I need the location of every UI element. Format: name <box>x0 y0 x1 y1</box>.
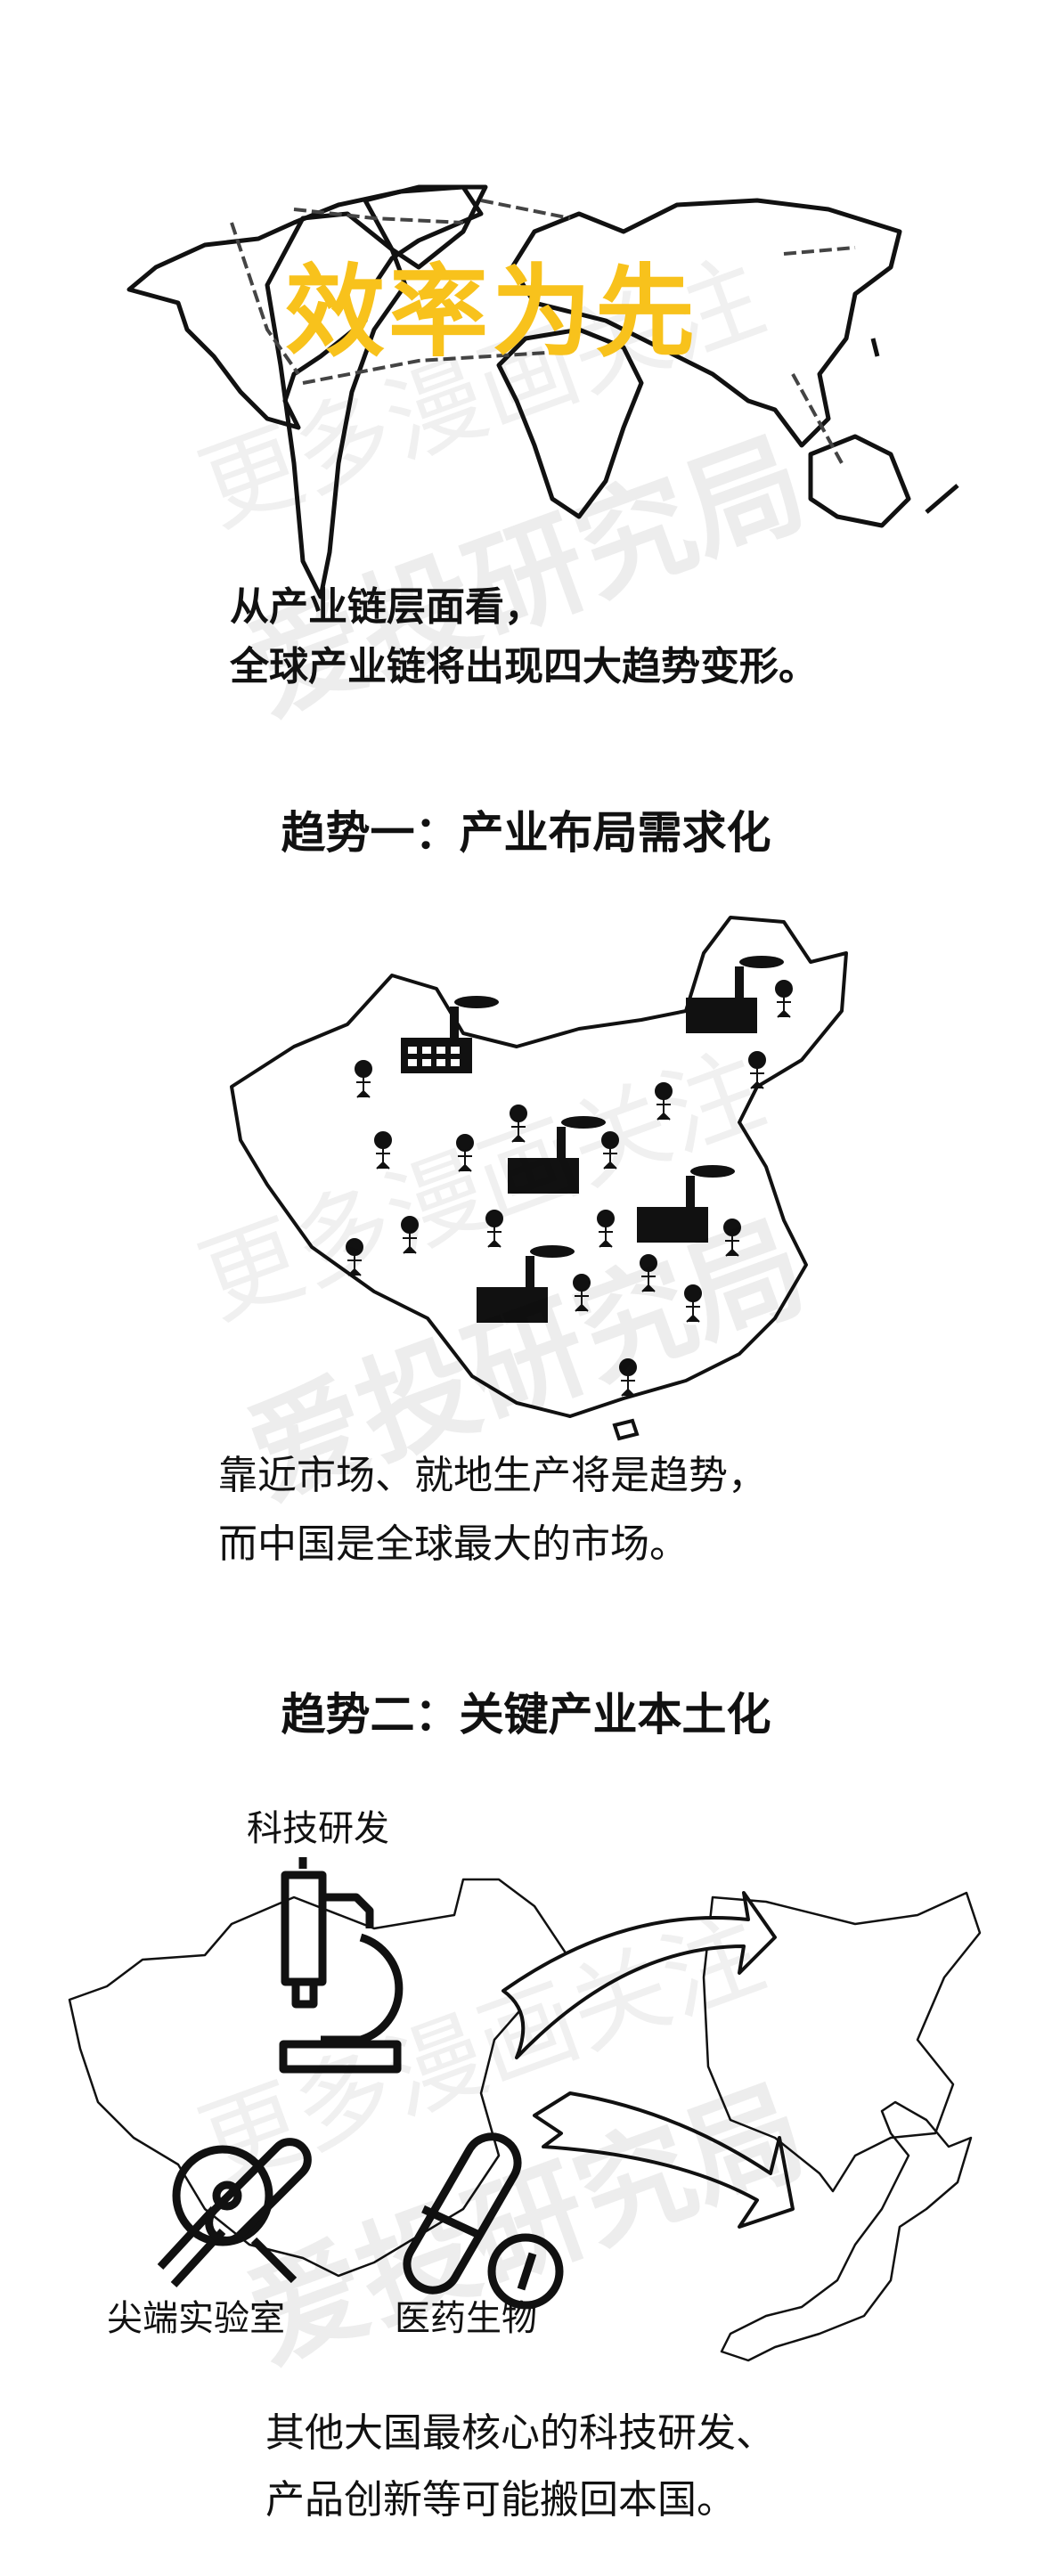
factory-icon <box>477 1245 575 1323</box>
factory-icon <box>508 1116 606 1194</box>
world-map <box>126 184 959 599</box>
china-map <box>230 916 848 1441</box>
factory-icon <box>637 1165 735 1243</box>
label-bio: 医药生物 <box>395 2298 537 2339</box>
factory-icon <box>401 996 499 1073</box>
trend2-text-line-1: 其他大国最核心的科技研发、 <box>265 2410 775 2456</box>
trend1-text-line-2: 而中国是全球最大的市场。 <box>218 1521 689 1567</box>
trend1-text-line-1: 靠近市场、就地生产将是趋势， <box>218 1453 767 1498</box>
trend1-heading: 趋势一：产业布局需求化 <box>281 807 771 859</box>
trend2-heading: 趋势二：关键产业本土化 <box>281 1689 771 1740</box>
intro-line-2: 全球产业链将出现四大趋势变形。 <box>230 644 818 689</box>
japan-map <box>720 2100 973 2362</box>
arrow-icon <box>502 1891 795 2229</box>
label-lab: 尖端实验室 <box>107 2298 285 2339</box>
label-rnd: 科技研发 <box>247 1808 389 1849</box>
pill-icon <box>403 2132 564 2310</box>
trend2-text-line-2: 产品创新等可能搬回本国。 <box>265 2477 736 2523</box>
trend2-illustration <box>68 1857 982 2362</box>
microscope-icon <box>279 1857 404 2074</box>
intro-line-1: 从产业链层面看， <box>230 584 543 630</box>
page-title: 效率为先 <box>285 255 698 371</box>
china-outline <box>68 1878 572 2278</box>
people <box>346 980 793 1397</box>
chain <box>230 199 856 464</box>
usa-map <box>702 1891 982 2193</box>
test-tube-magnifier-icon <box>157 2138 312 2288</box>
factories <box>401 956 784 1323</box>
factory-icon <box>686 956 784 1033</box>
